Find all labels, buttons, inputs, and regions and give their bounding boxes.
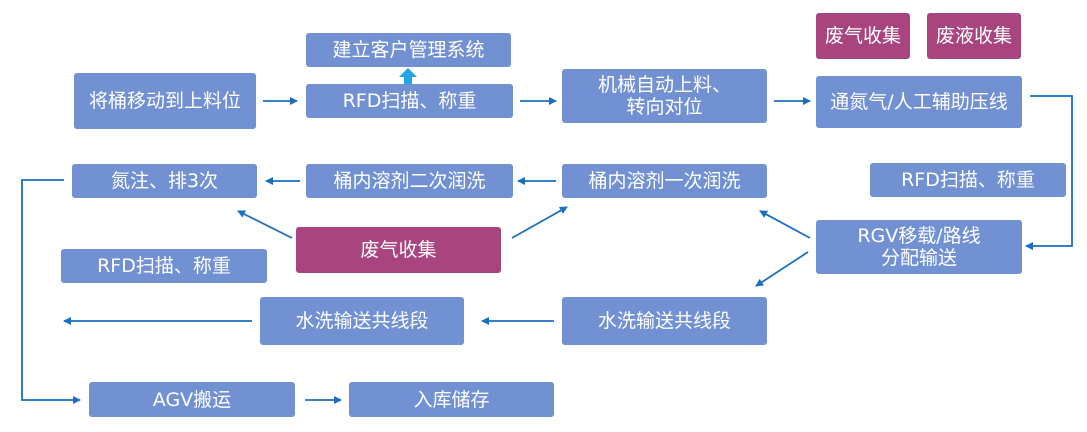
arrow-wastegas-to-drain <box>237 210 293 239</box>
arrow-nitrogen-to-rgv <box>1025 95 1073 250</box>
rfd-scan-weigh-box-top: RFD扫描、称重 <box>306 84 513 118</box>
move-to-load-position-box: 将桶移动到上料位 <box>74 73 256 129</box>
arrow-rgv-to-rinse-first <box>759 210 811 239</box>
waste-gas-collection-box-middle: 废气收集 <box>296 227 501 273</box>
arrow-up-to-customer-system <box>399 68 417 85</box>
arrow-wastegas-to-rinse-first <box>511 206 568 239</box>
rfd-scan-weigh-box-left: RFD扫描、称重 <box>61 249 267 283</box>
rfd-scan-weigh-box-right: RFD扫描、称重 <box>870 163 1066 197</box>
water-wash-segment-box-left: 水洗输送共线段 <box>260 297 464 345</box>
waste-gas-collection-box-top: 废气收集 <box>816 13 910 59</box>
agv-transport-box: AGV搬运 <box>89 382 295 417</box>
arrow-drain-to-agv <box>21 179 81 404</box>
auto-load-align-box: 机械自动上料、 转向对位 <box>562 69 767 123</box>
first-solvent-rinse-box: 桶内溶剂一次润洗 <box>562 164 767 198</box>
arrow-rgv-to-water-wash <box>755 251 809 287</box>
second-solvent-rinse-box: 桶内溶剂二次润洗 <box>306 164 513 198</box>
nitrogen-drain-box: 氮注、排3次 <box>72 164 257 198</box>
nitrogen-press-box: 通氮气/人工辅助压线 <box>816 76 1022 128</box>
rgv-transfer-box: RGV移载/路线 分配输送 <box>816 220 1022 274</box>
customer-management-system-box: 建立客户管理系统 <box>306 33 511 67</box>
warehouse-storage-box: 入库储存 <box>349 382 554 417</box>
waste-liquid-collection-box: 废液收集 <box>927 13 1021 59</box>
water-wash-segment-box-right: 水洗输送共线段 <box>562 297 767 345</box>
